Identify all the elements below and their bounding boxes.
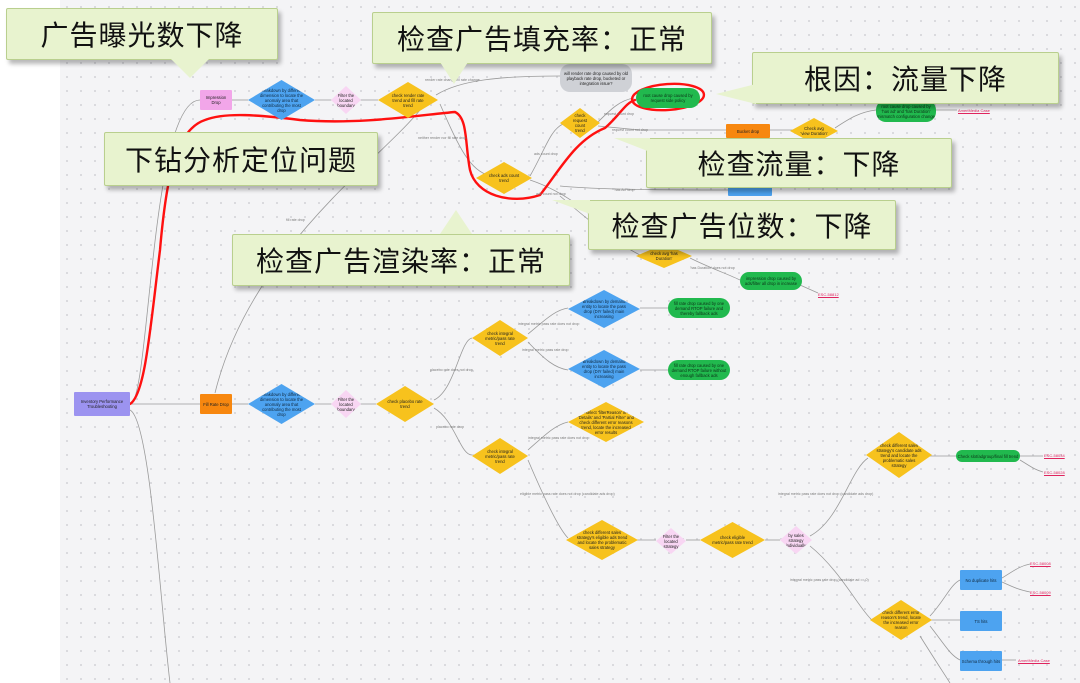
edge-label: integral metric pass rate does not drop [528, 436, 590, 440]
node-root-demand-2[interactable]: fill rate drop caused by one demand RTOP… [668, 360, 730, 380]
edge-label: neither render nor fill rate drop [418, 136, 467, 140]
node-root-duration-mismatch[interactable]: root cause drop caused by 'has ad' and '… [876, 100, 936, 122]
node-fill-cause-question[interactable]: will render rate drop caused by old play… [560, 64, 632, 92]
callout-impressions-drop: 广告曝光数下降 [6, 8, 278, 60]
edge-label: integral metric pass rate drop (candidat… [790, 578, 869, 582]
edge-label: request count drop [604, 112, 634, 116]
callout-traffic-down: 检查流量：下降 [646, 138, 952, 188]
edge-label: 'has Duration' does not drop [690, 266, 735, 270]
callout-tail [614, 138, 650, 152]
node-bucket-drop[interactable]: Bucket drop [726, 124, 770, 138]
edge-label: integral metric pass rate drop [522, 348, 569, 352]
node-schema-hits[interactable]: Schema through hits [960, 651, 1002, 671]
edge-label: eligible metric pass rate does not drop … [520, 492, 615, 496]
edge-label: ads count drop [534, 152, 558, 156]
link-esc-58028[interactable]: ESC-58028 [1044, 470, 1065, 475]
callout-tail [440, 62, 468, 84]
callout-root-cause: 根因：流量下降 [752, 52, 1059, 104]
node-root-impression-caused[interactable]: impression drop caused by ads/filter all… [740, 272, 802, 290]
link-esc-58034[interactable]: ESC-58034 [1044, 453, 1065, 458]
callout-tail [552, 200, 590, 214]
callout-drill-down: 下钻分析定位问题 [104, 132, 378, 186]
node-no-duplicate-hits[interactable]: No duplicate hits [960, 570, 1002, 590]
callout-ad-slots-down: 检查广告位数：下降 [588, 200, 896, 250]
link-esc-58008[interactable]: ESC-58008 [1030, 561, 1051, 566]
edge-label: placebo rate does not drop [430, 368, 473, 372]
node-root-demand-1[interactable]: fill rate drop caused by one demand RTOP… [668, 298, 730, 318]
edge-label: fill rate drop [286, 218, 305, 222]
node-impression-drop[interactable]: Impression Drop [200, 90, 232, 110]
callout-tail [716, 84, 756, 104]
callout-tail [170, 58, 210, 78]
link-esc-58812[interactable]: ESC-58812 [818, 292, 839, 297]
link-esc-58009[interactable]: ESC-58009 [1030, 590, 1051, 595]
edge-label: placebo rate drop [436, 425, 464, 429]
edge-label: 'has Ad' drop [614, 188, 635, 192]
edge-label: ads count not drop [536, 192, 566, 196]
node-root-request-side[interactable]: root cause drop caused by request side p… [636, 88, 700, 108]
link-amerimedia-case-1[interactable]: AmeriMedia Case [958, 108, 990, 113]
node-fill-rate-drop[interactable]: Fill Rate Drop [200, 394, 232, 414]
edge-label: integral metric pass rate does not drop [518, 322, 580, 326]
link-amerimedia-case-2[interactable]: AmeriMedia Case [1018, 658, 1050, 663]
edge-label: integral metric pass rate does not drop … [778, 492, 874, 496]
node-ts-hits[interactable]: TS hits [960, 611, 1002, 631]
callout-render-rate-normal: 检查广告渲染率：正常 [232, 234, 570, 286]
edge-label: request count not drop [612, 128, 648, 132]
node-check-slot-fill[interactable]: Check slot/adgroup/final fill trend [956, 450, 1020, 462]
node-inventory-performance[interactable]: Inventory Performance Troubleshooting [74, 392, 130, 416]
callout-tail [440, 210, 472, 234]
callout-fill-rate-normal: 检查广告填充率：正常 [372, 12, 712, 64]
